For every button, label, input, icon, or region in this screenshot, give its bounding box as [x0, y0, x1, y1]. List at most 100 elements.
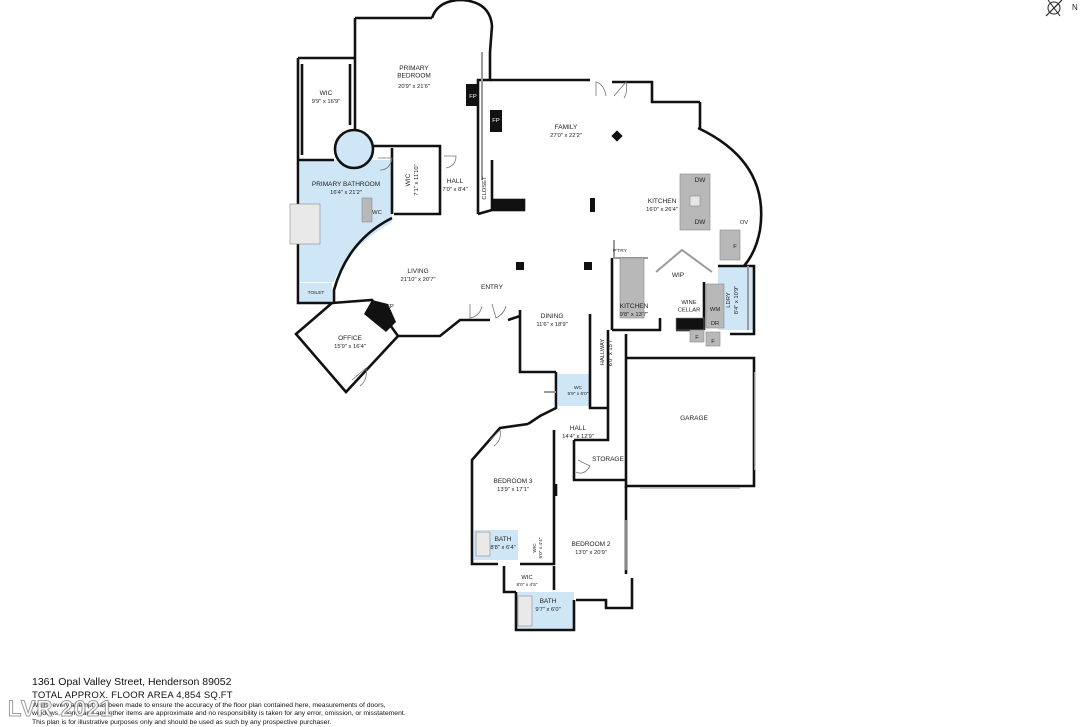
shower-round-fill	[335, 130, 373, 168]
room-name: WIC	[405, 173, 412, 186]
room-dims: 5'9" x 6'0"	[568, 391, 589, 397]
room-name: WIC	[532, 543, 538, 553]
laundry-machines	[705, 283, 725, 329]
tub-bath1	[475, 531, 491, 557]
family-north-wall	[490, 78, 700, 104]
column	[584, 262, 592, 270]
room-name: DINING	[541, 313, 564, 320]
room-name: WIC	[320, 90, 333, 97]
room-name: WC	[372, 210, 382, 216]
disclaimer-line: windows, rooms and any other items are a…	[32, 710, 406, 718]
room-dims: 9'9" x 16'9"	[312, 99, 341, 105]
room-dims: 7'1" x 11'10"	[414, 164, 420, 195]
room-name: LDRY	[726, 292, 732, 307]
door-swing	[595, 81, 607, 97]
kitchen-curve-wall	[697, 126, 763, 267]
door-swing	[489, 429, 501, 447]
room-dims: 15'9" x 16'4"	[334, 344, 366, 350]
fireplace-primary	[466, 84, 478, 106]
room-dims: 21'10" x 20'7"	[400, 277, 435, 283]
entry-south-wall	[398, 314, 521, 338]
footer-disclaimer: Whilst every attempt has been made to en…	[32, 702, 552, 727]
compass: N	[1040, 0, 1080, 24]
living-curve-wall	[332, 216, 393, 302]
disclaimer-line: This plan is for illustrative purposes o…	[32, 718, 332, 726]
room-name: BEDROOM 3	[493, 478, 532, 485]
bedroom3-walls	[470, 422, 556, 566]
room-dims: 14'4" x 12'9"	[562, 434, 594, 440]
label-line: PRIMARY	[399, 65, 429, 72]
room-dims: 8'0" x 4'5"	[517, 582, 538, 588]
dishwasher-label: DW	[695, 219, 707, 226]
room-name: FAMILY	[555, 124, 578, 131]
fixture-labels: FP FP FP DW DW OV F WM DR F F	[386, 94, 748, 345]
room-dims: 6'0" x 15'7"	[608, 338, 614, 367]
tub-bath2	[517, 595, 533, 627]
label-line: BEDROOM	[397, 73, 431, 80]
thin-wall	[544, 266, 749, 393]
compass-icon: N	[1045, 0, 1078, 17]
wic-primary-walls	[296, 56, 354, 160]
fridge-label: F	[695, 335, 699, 341]
fireplace-label: FP	[492, 118, 500, 124]
footer-total-area: TOTAL APPROX. FLOOR AREA 4,854 SQ.FT	[32, 690, 233, 701]
fireplace-office	[364, 300, 396, 332]
primary-bathroom-fill	[300, 160, 392, 282]
door-swing	[613, 81, 628, 99]
column	[516, 262, 524, 270]
room-name: HALL	[570, 425, 587, 432]
wc2-fill	[558, 374, 590, 406]
round-shower	[333, 128, 375, 170]
room-dims: 13'9" x 17'1"	[497, 487, 529, 493]
room-dims: 16'0" x 26'4"	[646, 207, 678, 213]
disclaimer-line: Whilst every attempt has been made to en…	[32, 702, 386, 709]
footer-address: 1361 Opal Valley Street, Henderson 89052	[32, 676, 232, 688]
windows	[625, 372, 756, 570]
column	[590, 198, 595, 212]
room-name: LIVING	[407, 268, 428, 275]
watermark-logo: LVR 2021	[7, 696, 114, 722]
room-dims: 8'8" x 6'4"	[490, 545, 515, 551]
wic-bed2-walls	[502, 566, 556, 594]
room-name: STORAGE	[592, 456, 624, 463]
primary-bath-walls	[296, 144, 442, 305]
room-name: PRIMARY BATHROOM	[312, 181, 380, 188]
fridge-label: F	[733, 244, 737, 250]
dryer-label: DR	[711, 321, 719, 327]
room-name: WINE CELLAR	[678, 300, 701, 314]
closet-walls	[476, 122, 494, 216]
room-dims: 11'6" x 18'9"	[536, 322, 567, 328]
office-walls	[294, 298, 400, 394]
room-name: KITCHEN	[648, 198, 677, 205]
fridge-label: F	[711, 339, 715, 345]
fridge-box	[689, 329, 705, 343]
room-name: OFFICE	[338, 335, 362, 342]
primary-bedroom-walls	[353, 16, 492, 130]
compass-label: N	[1072, 3, 1078, 12]
label-line: CELLAR	[678, 308, 701, 314]
hallway-walls	[574, 330, 756, 488]
room-dims: 16'4" x 21'2"	[330, 190, 362, 196]
room-dims: 13'0" x 20'9"	[575, 550, 607, 556]
oven-label: OV	[740, 220, 749, 226]
fireplace-label: FP	[386, 304, 394, 310]
toilet-fill	[300, 283, 332, 302]
door-swing	[575, 459, 591, 474]
label-line: WINE	[681, 300, 696, 306]
room-name: WIP	[672, 272, 684, 279]
room-name: BATH	[540, 598, 557, 605]
room-dims: 9'8" x 13'7"	[620, 312, 649, 318]
room-dims: 27'0" x 22'2"	[550, 133, 582, 139]
door-swing	[378, 157, 393, 171]
room-name: WC	[574, 385, 583, 391]
bath2-walls	[514, 592, 576, 632]
hall2-walls	[527, 372, 626, 482]
walls	[294, 0, 763, 632]
room-dims: 6'0" x 4'4"	[538, 537, 544, 558]
fireplace-label: FP	[469, 94, 477, 100]
room-name: WIC	[521, 575, 532, 581]
closet-wall-block	[492, 198, 526, 212]
